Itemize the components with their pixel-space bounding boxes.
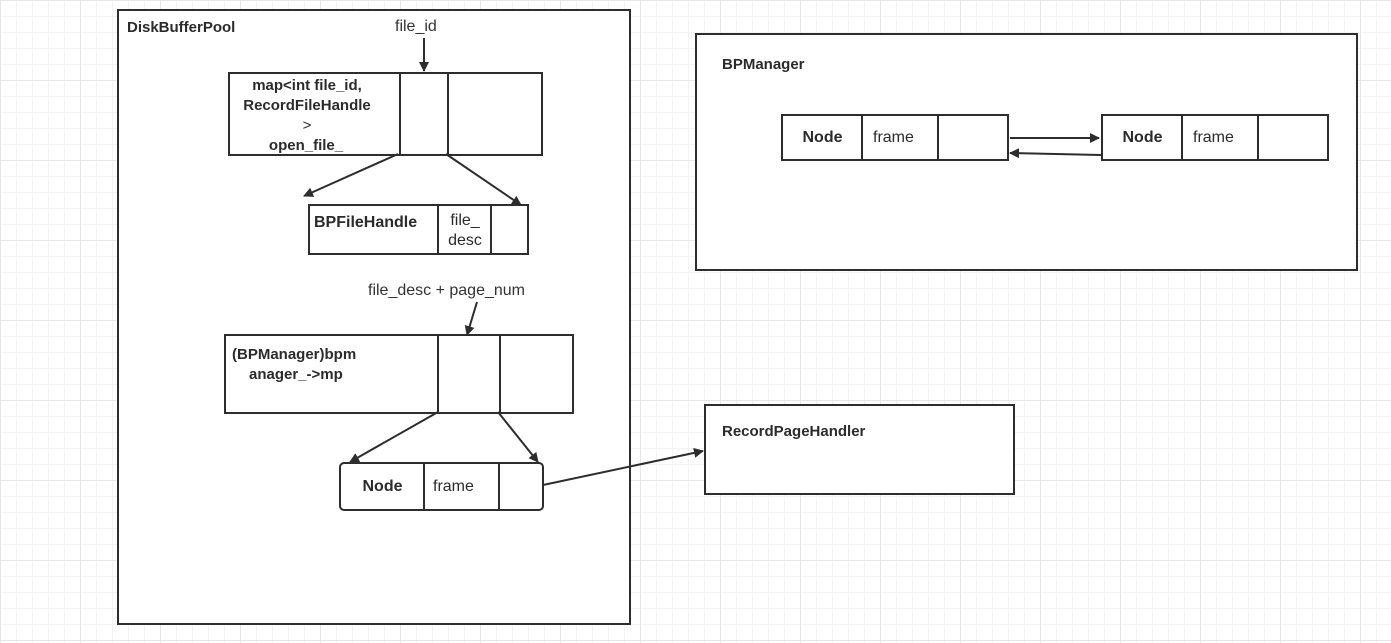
bp-file-handle: BPFileHandle file_ desc	[308, 204, 529, 255]
open-file-map: map<int file_id, RecordFileHandle > open…	[228, 72, 543, 156]
record-page-handler: RecordPageHandler	[704, 404, 1015, 495]
bpm-slot-1	[437, 336, 500, 412]
dbp-node: Node frame	[339, 462, 544, 511]
dbp-node-next	[498, 464, 542, 509]
bp-manager-title: BPManager	[722, 56, 805, 73]
bp-file-handle-slot	[490, 206, 527, 253]
bpm-node-2-frame: frame	[1181, 116, 1258, 159]
map-slot-1	[399, 74, 448, 154]
map-to-handle-left-arrow	[303, 153, 399, 197]
dbp-node-frame: frame	[423, 464, 499, 509]
map-label-line4: open_file_	[268, 137, 344, 154]
bp-file-handle-desc: file_ desc	[437, 206, 491, 253]
bpm-label-line1: (BPManager)bpm	[232, 346, 357, 363]
bpm-node-2-next	[1257, 116, 1327, 159]
bpm-node-1-next	[937, 116, 1007, 159]
bpm-to-node-left-arrow	[349, 411, 439, 463]
bpm-node-1-title: Node	[802, 128, 843, 146]
bpm-label: (BPManager)bpm anager_->mp	[232, 345, 356, 385]
file-desc-line1: file_	[450, 211, 480, 229]
dbp-node-title: Node	[362, 477, 403, 495]
bpm-node-back-arrow	[1009, 148, 1102, 159]
map-to-handle-right-arrow	[445, 153, 522, 206]
file-desc-page-num-label: file_desc + page_num	[368, 282, 525, 299]
bpm-to-node-right-arrow	[497, 411, 539, 463]
bp-file-handle-title: BPFileHandle	[314, 214, 418, 231]
map-label-line2: RecordFileHandle	[243, 97, 371, 114]
bpm-slot-2	[499, 336, 572, 412]
file-id-label: file_id	[395, 18, 437, 35]
map-label-line3: >	[302, 117, 312, 134]
record-page-handler-title: RecordPageHandler	[722, 423, 866, 440]
map-label-line1: map<int file_id,	[252, 77, 362, 94]
bpm-node-1-frame: frame	[861, 116, 938, 159]
map-slot-2	[447, 74, 541, 154]
node-to-record-page-handler-arrow	[542, 447, 704, 486]
bpm-node-1: Node frame	[781, 114, 1009, 161]
page-num-arrow	[464, 301, 478, 336]
disk-buffer-pool-title: DiskBufferPool	[127, 19, 236, 36]
bpm-label-line2: anager_->mp	[249, 366, 343, 383]
map-label: map<int file_id, RecordFileHandle > open…	[232, 76, 382, 156]
bpm-map: (BPManager)bpm anager_->mp	[224, 334, 574, 414]
bpm-node-2: Node frame	[1101, 114, 1329, 161]
bpm-node-2-title: Node	[1122, 128, 1163, 146]
file-desc-line2: desc	[448, 231, 482, 249]
